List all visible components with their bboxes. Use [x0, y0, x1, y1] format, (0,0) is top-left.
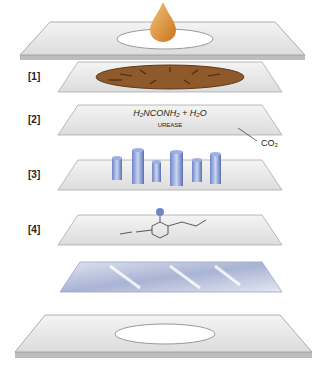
- layer-plate: [58, 215, 282, 245]
- layer-plate: [58, 105, 282, 135]
- molecule: [120, 208, 206, 238]
- enzyme-label: UREASE: [158, 122, 183, 128]
- callout-number: [4]: [28, 225, 40, 235]
- callout-number: [2]: [28, 115, 40, 125]
- disc-lines: [108, 67, 220, 84]
- filter-disc: [96, 65, 244, 89]
- plate-edge: [15, 352, 312, 358]
- glass-streaks: [110, 266, 240, 288]
- transparent-layer: [60, 262, 282, 292]
- callout-number: [3]: [28, 170, 40, 180]
- product-label: CO₂: [261, 139, 278, 148]
- plate-edge: [20, 55, 305, 60]
- callout-number: [1]: [28, 72, 40, 82]
- bottom-plate: [15, 315, 312, 352]
- window-hole: [115, 324, 215, 344]
- layer-plate: [58, 62, 282, 92]
- leader-line: [238, 128, 257, 141]
- reaction-equation: H₂NCONH₂ + H₂O: [133, 109, 207, 118]
- sample-drop: [150, 2, 176, 42]
- blue-cylinders: [112, 148, 221, 186]
